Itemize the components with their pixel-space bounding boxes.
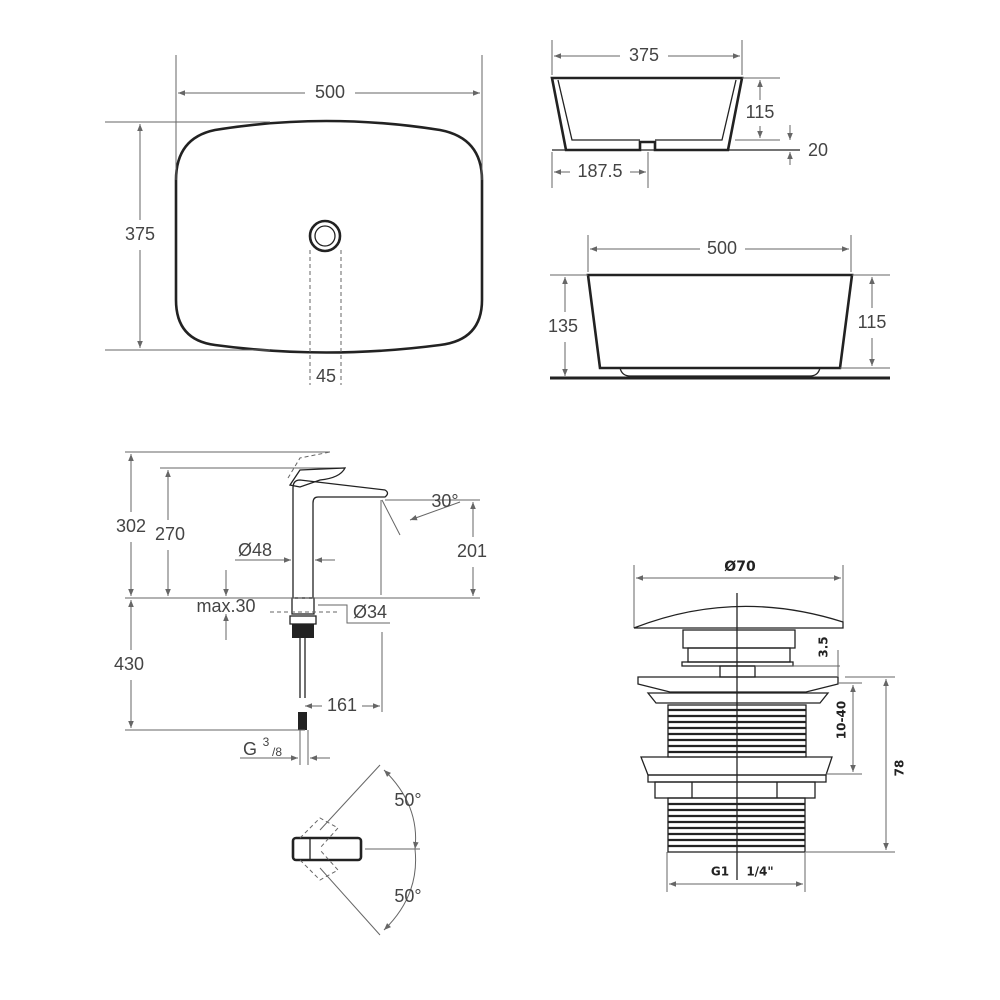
spout-angle-label: 30° (431, 491, 458, 511)
basin-outline (174, 119, 484, 354)
top-width-label: 500 (315, 82, 345, 102)
faucet-total-height-label: 302 (116, 516, 146, 536)
hole-diameter-label: Ø34 (353, 602, 387, 622)
drain-position-label: 187.5 (577, 161, 622, 181)
drain-valve: Ø70 3.5 10-40 78 (633, 559, 907, 892)
drain-diameter-label: Ø70 (724, 559, 756, 575)
drain-hole (308, 219, 342, 253)
spout-reach-label: 161 (327, 695, 357, 715)
clamp-range-label: 10-40 (835, 701, 849, 739)
front-bowl-height-label: 115 (858, 312, 887, 332)
basin-front-view: 500 135 115 (548, 235, 890, 380)
faucet-top-view: 50° 50° (291, 764, 422, 936)
basin-top-view: 500 375 45 (105, 55, 484, 386)
connection-g-label: G (243, 739, 257, 759)
front-total-height-label: 135 (548, 316, 578, 336)
body-diameter-label: Ø48 (238, 540, 272, 560)
base-height-label: 20 (808, 140, 828, 160)
spout-height-label: 201 (457, 541, 487, 561)
rotation-angle-down-label: 50° (394, 886, 421, 906)
gap-label: 3.5 (817, 636, 831, 657)
drain-offset-label: 45 (316, 366, 336, 386)
side-depth-label: 375 (629, 45, 659, 65)
side-height-label: 115 (746, 102, 775, 122)
faucet-side-view: 302 270 Ø48 201 30° max.30 Ø34 430 (114, 451, 487, 765)
thread-g-label: G1 (711, 865, 729, 879)
hose-length-label: 430 (114, 654, 144, 674)
top-depth-label: 375 (125, 224, 155, 244)
drain-height-label: 78 (893, 760, 907, 777)
basin-side-view: 375 115 20 187.5 (550, 40, 828, 188)
connection-numerator-label: 3 (263, 735, 270, 749)
front-width-label: 500 (707, 238, 737, 258)
handle-height-label: 270 (155, 524, 185, 544)
rotation-angle-up-label: 50° (394, 790, 421, 810)
connection-denominator-label: /8 (272, 745, 282, 759)
deck-thickness-label: max.30 (196, 596, 255, 616)
thread-size-label: 1/4" (746, 865, 773, 879)
